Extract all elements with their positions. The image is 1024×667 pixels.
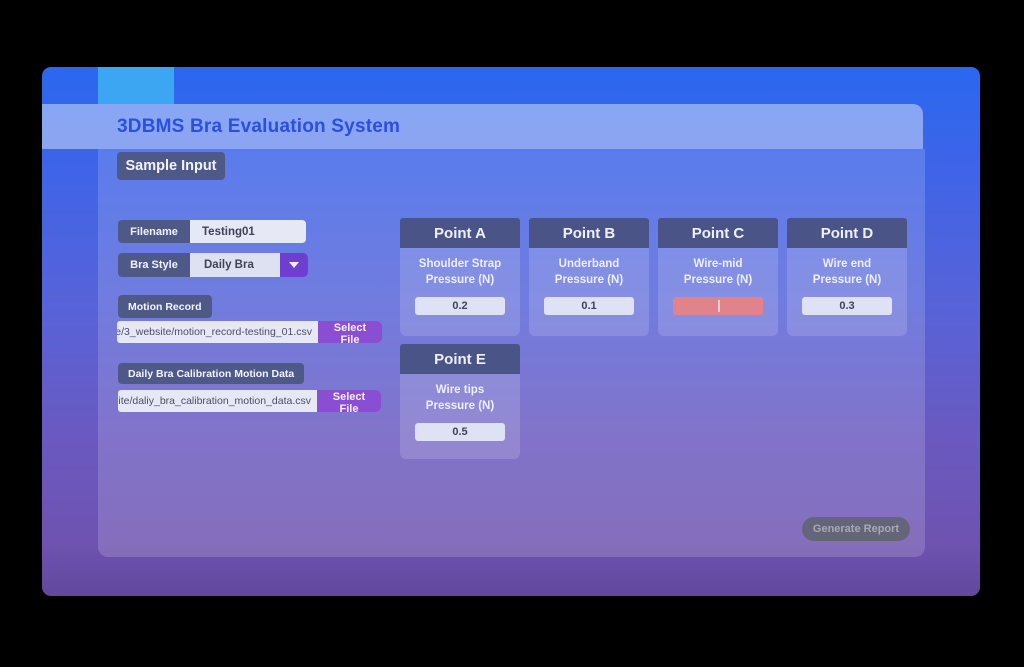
point-d-body: Wire end Pressure (N) 0.3 bbox=[787, 248, 907, 336]
point-a-card: Point A Shoulder Strap Pressure (N) 0.2 bbox=[400, 218, 520, 336]
app-header: 3DBMS Bra Evaluation System bbox=[42, 104, 923, 149]
point-c-body: Wire-mid Pressure (N) bbox=[658, 248, 778, 336]
point-e-card: Point E Wire tips Pressure (N) 0.5 bbox=[400, 344, 520, 459]
motion-record-select-file-button[interactable]: Select File bbox=[318, 321, 382, 346]
point-b-value-input[interactable]: 0.1 bbox=[544, 297, 634, 315]
bra-style-dropdown-button[interactable] bbox=[280, 253, 308, 277]
point-b-label: Underband Pressure (N) bbox=[554, 258, 624, 286]
point-d-label: Wire end Pressure (N) bbox=[812, 258, 882, 286]
filename-input[interactable] bbox=[190, 220, 306, 243]
bra-style-label: Bra Style bbox=[118, 253, 190, 277]
point-c-value-input[interactable] bbox=[673, 297, 763, 315]
page-title: 3DBMS Bra Evaluation System bbox=[117, 116, 401, 137]
bra-style-select[interactable]: Daily Bra bbox=[190, 253, 280, 277]
point-e-header: Point E bbox=[400, 344, 520, 374]
point-e-body: Wire tips Pressure (N) 0.5 bbox=[400, 374, 520, 459]
sample-input-button[interactable]: Sample Input bbox=[117, 152, 225, 180]
generate-report-button[interactable]: Generate Report bbox=[802, 517, 910, 541]
chevron-down-icon bbox=[289, 262, 299, 268]
point-b-body: Underband Pressure (N) 0.1 bbox=[529, 248, 649, 336]
point-d-card: Point D Wire end Pressure (N) 0.3 bbox=[787, 218, 907, 336]
window-top-strip bbox=[42, 67, 980, 104]
point-c-card: Point C Wire-mid Pressure (N) bbox=[658, 218, 778, 336]
point-a-header: Point A bbox=[400, 218, 520, 248]
active-tab-indicator[interactable] bbox=[98, 67, 174, 104]
point-a-value-input[interactable]: 0.2 bbox=[415, 297, 505, 315]
calibration-label: Daily Bra Calibration Motion Data bbox=[118, 363, 305, 384]
point-d-value-input[interactable]: 0.3 bbox=[802, 297, 892, 315]
calibration-path-field[interactable]: site/daliy_bra_calibration_motion_data.c… bbox=[118, 390, 317, 412]
text-cursor bbox=[718, 300, 720, 312]
point-a-label: Shoulder Strap Pressure (N) bbox=[418, 258, 502, 286]
point-d-header: Point D bbox=[787, 218, 907, 248]
main-panel: Sample Input Filename Bra Style Daily Br… bbox=[98, 149, 925, 557]
point-c-label: Wire-mid Pressure (N) bbox=[683, 258, 753, 286]
app-window: 3DBMS Bra Evaluation System Sample Input… bbox=[42, 67, 980, 596]
point-a-body: Shoulder Strap Pressure (N) 0.2 bbox=[400, 248, 520, 336]
point-e-value-input[interactable]: 0.5 bbox=[415, 423, 505, 441]
point-b-card: Point B Underband Pressure (N) 0.1 bbox=[529, 218, 649, 336]
point-e-label: Wire tips Pressure (N) bbox=[425, 384, 495, 412]
point-b-header: Point B bbox=[529, 218, 649, 248]
motion-record-path-text: e/3_website/motion_record-testing_01.csv bbox=[117, 326, 312, 338]
motion-record-label: Motion Record bbox=[118, 295, 212, 318]
motion-record-path-field[interactable]: e/3_website/motion_record-testing_01.csv bbox=[117, 321, 318, 343]
calibration-select-file-button[interactable]: Select File bbox=[317, 390, 381, 415]
filename-label: Filename bbox=[118, 220, 190, 243]
calibration-path-text: site/daliy_bra_calibration_motion_data.c… bbox=[118, 395, 311, 407]
point-c-header: Point C bbox=[658, 218, 778, 248]
